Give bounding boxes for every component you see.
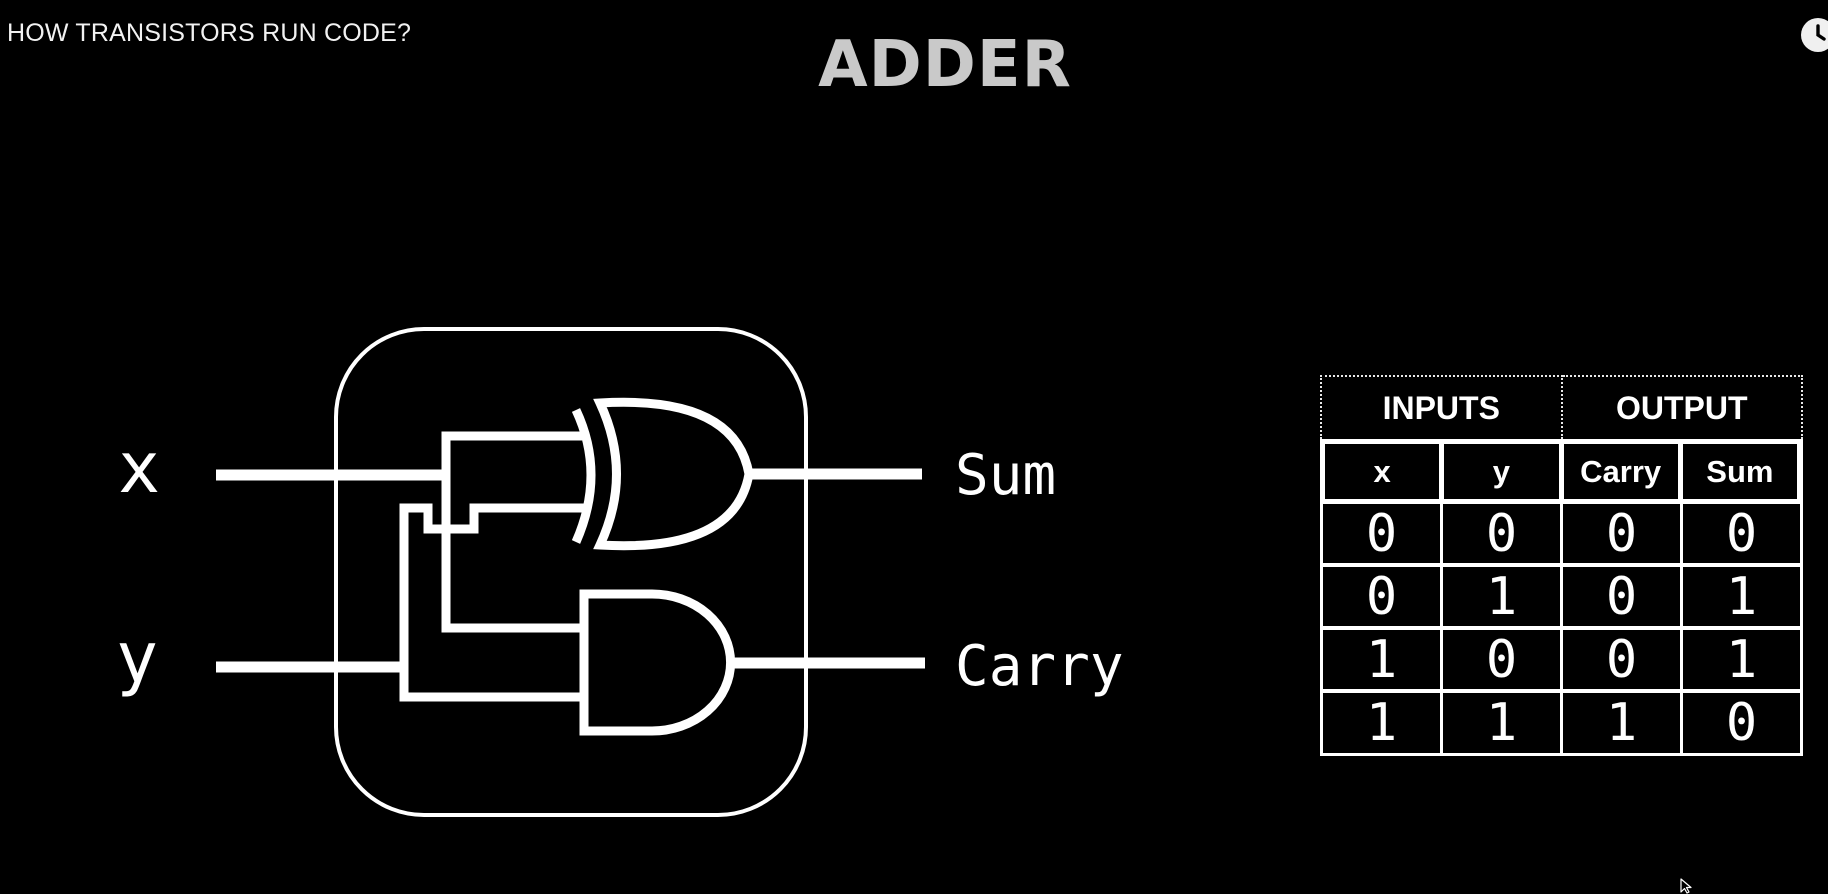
column-header-carry: Carry [1564,444,1683,499]
table-row: 0 1 0 1 [1320,567,1803,630]
slide-heading: ADDER [818,28,1072,102]
table-cell: 0 [1443,630,1563,690]
xor-gate-input-arc [571,408,596,544]
column-header-sum: Sum [1683,444,1801,499]
table-cell: 1 [1323,630,1443,690]
watch-later-button[interactable] [1801,18,1828,52]
clock-icon [1816,24,1826,41]
table-cell: 1 [1725,566,1758,627]
adder-block [334,327,808,817]
table-row: 1 1 1 0 [1320,693,1803,756]
adder-circuit-diagram: x y Sum Carry [116,327,1124,817]
y-to-and-wire [399,667,580,702]
x-to-and-wire [441,475,580,633]
x-branch-wire [441,431,582,475]
table-cell: 0 [1725,693,1758,753]
xor-gate [593,397,754,551]
truth-table-column-header: x y Carry Sum [1320,439,1803,504]
table-cell: 0 [1563,630,1683,690]
inputs-group-header: INPUTS [1320,375,1563,439]
table-cell: 0 [1563,504,1683,564]
truth-table-group-header: INPUTS OUTPUT [1320,375,1803,439]
table-cell: 0 [1443,504,1563,564]
sum-output-label: Sum [955,443,1056,508]
table-row: 1 0 0 1 [1320,630,1803,693]
table-cell: 0 [1725,503,1758,564]
y-input-label: y [116,617,158,699]
table-cell: 1 [1563,693,1683,753]
video-title[interactable]: HOW TRANSISTORS RUN CODE? [7,19,412,47]
y-branch-wire [399,503,588,667]
table-row: 0 0 0 0 [1320,504,1803,567]
mouse-pointer-icon [1680,878,1692,894]
x-input-label: x [118,427,160,509]
table-cell: 0 [1323,504,1443,564]
table-cell: 1 [1725,629,1758,690]
column-header-x: x [1325,444,1445,499]
column-header-y: y [1444,444,1564,499]
table-cell: 0 [1563,567,1683,627]
table-cell: 1 [1323,693,1443,753]
output-group-header: OUTPUT [1562,375,1803,439]
carry-output-label: Carry [955,634,1124,699]
table-cell: 1 [1443,567,1563,627]
table-cell: 0 [1323,567,1443,627]
table-cell: 1 [1443,693,1563,753]
truth-table: INPUTS OUTPUT x y Carry Sum 0 0 0 0 0 1 … [1320,375,1803,756]
and-gate [579,589,736,736]
